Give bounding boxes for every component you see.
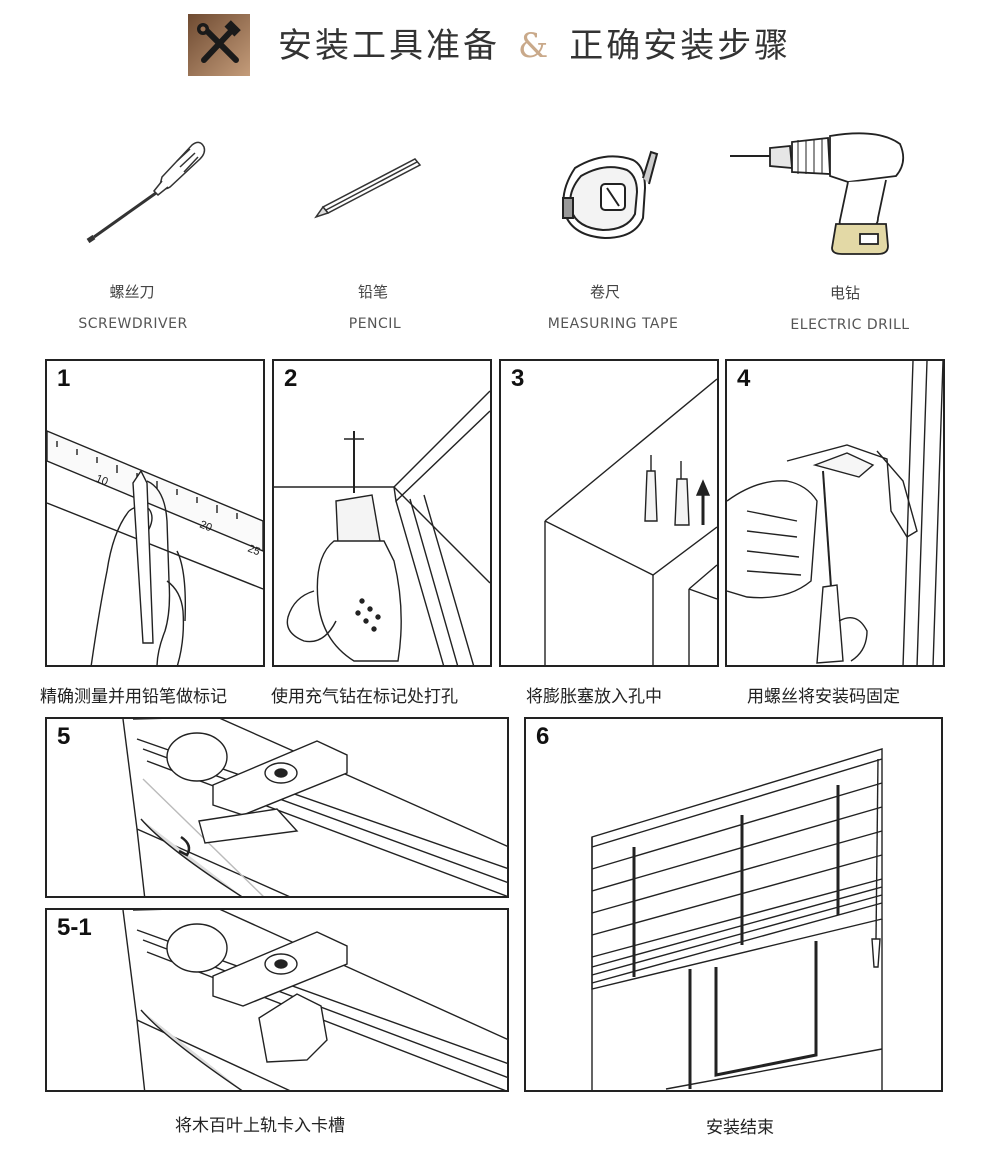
step-number: 5-1 bbox=[57, 914, 92, 941]
tool-label-en: SCREWDRIVER bbox=[78, 316, 188, 332]
ruler-tick-label: 10 bbox=[94, 473, 110, 489]
step-number: 5 bbox=[57, 723, 71, 750]
page-title: 安装工具准备&正确安装步骤 bbox=[278, 18, 791, 67]
ruler-tick-label: 20 bbox=[198, 519, 214, 535]
tool-label-en: ELECTRIC DRILL bbox=[790, 317, 910, 333]
anchor-plug-illustration bbox=[544, 378, 717, 665]
drill-hole-illustration bbox=[274, 390, 490, 665]
electric-drill-icon bbox=[730, 132, 905, 255]
step-panel-5-1: 5-1 bbox=[45, 908, 509, 1092]
tool-label-cn: 螺丝刀 bbox=[109, 283, 155, 301]
step-caption: 用螺丝将安装码固定 bbox=[747, 687, 900, 707]
finished-blinds-illustration bbox=[591, 748, 883, 1090]
pencil-icon bbox=[314, 158, 422, 219]
ruler-tick-label: 25 bbox=[246, 543, 262, 559]
tools-cross-icon bbox=[188, 14, 250, 76]
tool-label-cn: 电钻 bbox=[829, 284, 860, 302]
step-panel-1: 1 10 20 25 bbox=[45, 359, 265, 667]
bracket-screw-illustration bbox=[727, 361, 943, 665]
step-panel-2: 2 bbox=[272, 359, 492, 667]
tool-label-en: MEASURING TAPE bbox=[547, 316, 679, 332]
tool-label-en: PENCIL bbox=[348, 316, 402, 332]
step-number: 3 bbox=[511, 365, 525, 392]
step-number: 2 bbox=[284, 365, 298, 392]
rail-clip-locked-illustration bbox=[122, 910, 507, 1090]
title-left: 安装工具准备 bbox=[278, 26, 500, 66]
rail-clip-illustration bbox=[122, 719, 507, 896]
step-caption: 安装结束 bbox=[706, 1118, 774, 1138]
step-panel-3: 3 bbox=[499, 359, 719, 667]
tool-label-cn: 卷尺 bbox=[589, 283, 620, 301]
step-caption: 将木百叶上轨卡入卡槽 bbox=[175, 1116, 345, 1136]
step-caption: 使用充气钻在标记处打孔 bbox=[271, 687, 458, 707]
measuring-tape-icon bbox=[562, 150, 659, 240]
step-panel-5: 5 bbox=[45, 717, 509, 898]
step-caption: 将膨胀塞放入孔中 bbox=[526, 687, 662, 707]
measure-mark-illustration: 10 20 25 bbox=[47, 430, 263, 665]
screwdriver-icon bbox=[86, 141, 206, 244]
step-number: 1 bbox=[57, 365, 71, 392]
title-ampersand: & bbox=[518, 26, 552, 66]
title-right: 正确安装步骤 bbox=[569, 26, 792, 66]
step-panel-4: 4 bbox=[725, 359, 945, 667]
tools-logo bbox=[188, 14, 250, 76]
tool-label-cn: 铅笔 bbox=[357, 283, 388, 301]
step-number: 6 bbox=[536, 723, 550, 750]
step-panel-6: 6 bbox=[524, 717, 943, 1092]
step-number: 4 bbox=[737, 365, 751, 392]
step-caption: 精确测量并用铅笔做标记 bbox=[40, 687, 227, 707]
